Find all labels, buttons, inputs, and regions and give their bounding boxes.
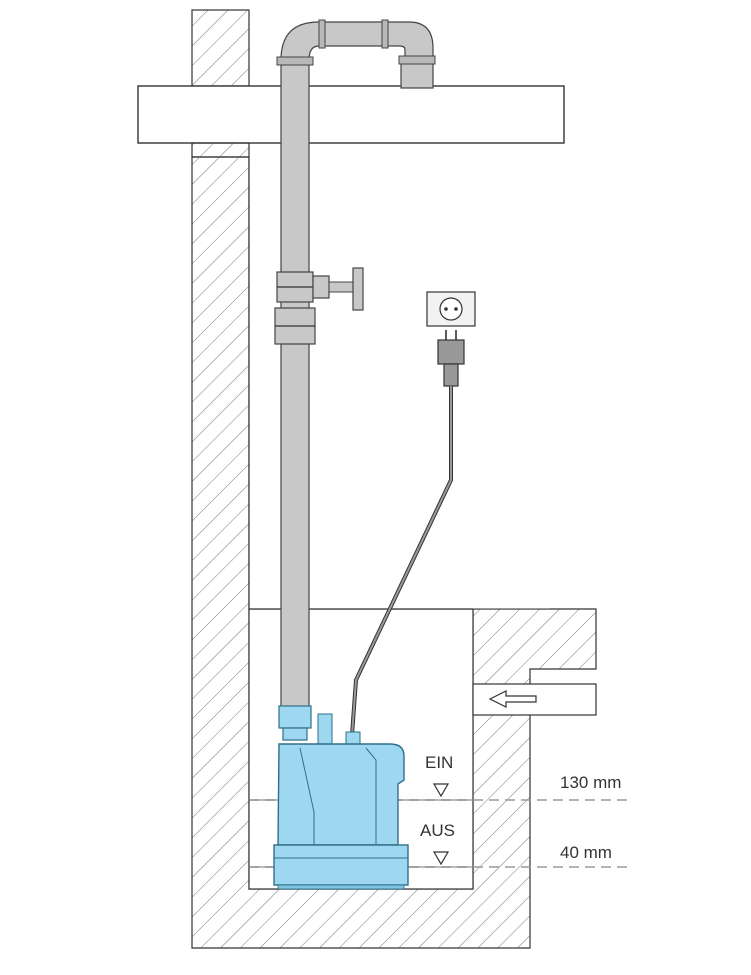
level-off-triangle-icon: [432, 851, 450, 866]
wall-socket: [426, 291, 476, 327]
inlet-pipe: [472, 683, 597, 716]
submersible-pump: [273, 705, 409, 890]
left-wall-top: [191, 9, 250, 87]
power-plug: [437, 330, 465, 387]
level-low-label: 40 mm: [560, 843, 612, 862]
inflow-arrow-icon: [488, 690, 537, 708]
valve-handle: [352, 267, 364, 311]
left-wall-below-slab: [191, 142, 250, 158]
switch-markers: EIN AUS: [420, 753, 455, 866]
label-on: EIN: [425, 753, 453, 772]
power-cable: [350, 386, 453, 736]
level-dimensions: 130 mm 40 mm: [560, 773, 621, 862]
ceiling-slab: [137, 85, 565, 144]
gate-valve: [274, 267, 364, 345]
discharge-pipe: [276, 19, 436, 709]
level-on-triangle-icon: [432, 783, 450, 798]
level-high-label: 130 mm: [560, 773, 621, 792]
label-off: AUS: [420, 821, 455, 840]
